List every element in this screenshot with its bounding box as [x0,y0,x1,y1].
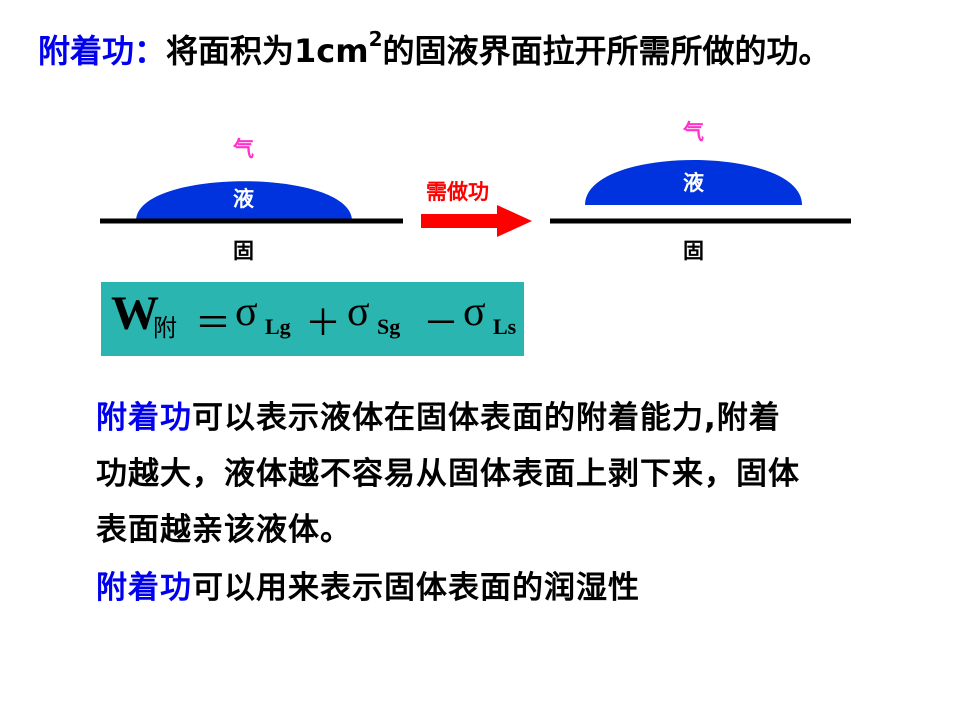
formula-sub-lg: Lg [265,314,291,339]
formula-plus: ＋ [305,303,342,343]
formula-sub-ls: Ls [493,314,517,339]
paragraph1-line1: 附着功可以表示液体在固体表面的附着能力,附着 [96,390,800,446]
left-gas-label: 气 [233,137,254,161]
formula-sigma-2: σ [347,289,370,335]
title-superscript: 2 [368,27,383,52]
paragraph2-term: 附着功 [96,570,192,606]
work-arrow-label: 需做功 [426,180,489,204]
paragraph1-line2: 功越大，液体越不容易从固体表面上剥下来，固体 [96,456,800,492]
title-term: 附着功： [38,32,167,70]
paragraph2-text: 可以用来表示固体表面的润湿性 [192,570,640,606]
paragraph-wettability: 附着功可以用来表示固体表面的润湿性 [96,560,640,616]
formula-sigma-1: σ [235,289,258,335]
formula-W-subscript: 附 [153,314,177,342]
formula-W: W [111,287,159,340]
right-gas-label: 气 [683,120,704,144]
work-arrow-head [497,205,532,237]
left-liquid-drop [136,181,352,221]
left-solid-label: 固 [233,239,254,263]
title-text-before: 将面积为1cm [166,32,369,70]
paragraph-adhesion-ability: 附着功可以表示液体在固体表面的附着能力,附着 功越大，液体越不容易从固体表面上剥… [96,390,800,558]
work-arrow-shaft [421,214,499,228]
formula-sigma-3: σ [463,289,486,335]
right-solid-label: 固 [683,239,704,263]
right-liquid-label: 液 [683,171,704,195]
slide-title: 附着功：将面积为1cm2的固液界面拉开所需所做的功。 [38,26,831,72]
paragraph1-line1-text: 可以表示液体在固体表面的附着能力,附着 [192,400,781,436]
right-liquid-drop [585,160,802,205]
paragraph1-term: 附着功 [96,400,192,436]
title-text-after: 的固液界面拉开所需所做的功。 [382,32,831,70]
formula-sub-sg: Sg [377,314,401,339]
formula-equals: ＝ [195,303,232,343]
adhesion-diagram [100,160,851,237]
formula-minus: － [423,303,460,343]
left-liquid-label: 液 [233,187,254,211]
adhesion-work-formula: W 附 ＝ σ Lg ＋ σ Sg － σ Ls [101,282,524,356]
paragraph1-line3: 表面越亲该液体。 [96,512,352,548]
